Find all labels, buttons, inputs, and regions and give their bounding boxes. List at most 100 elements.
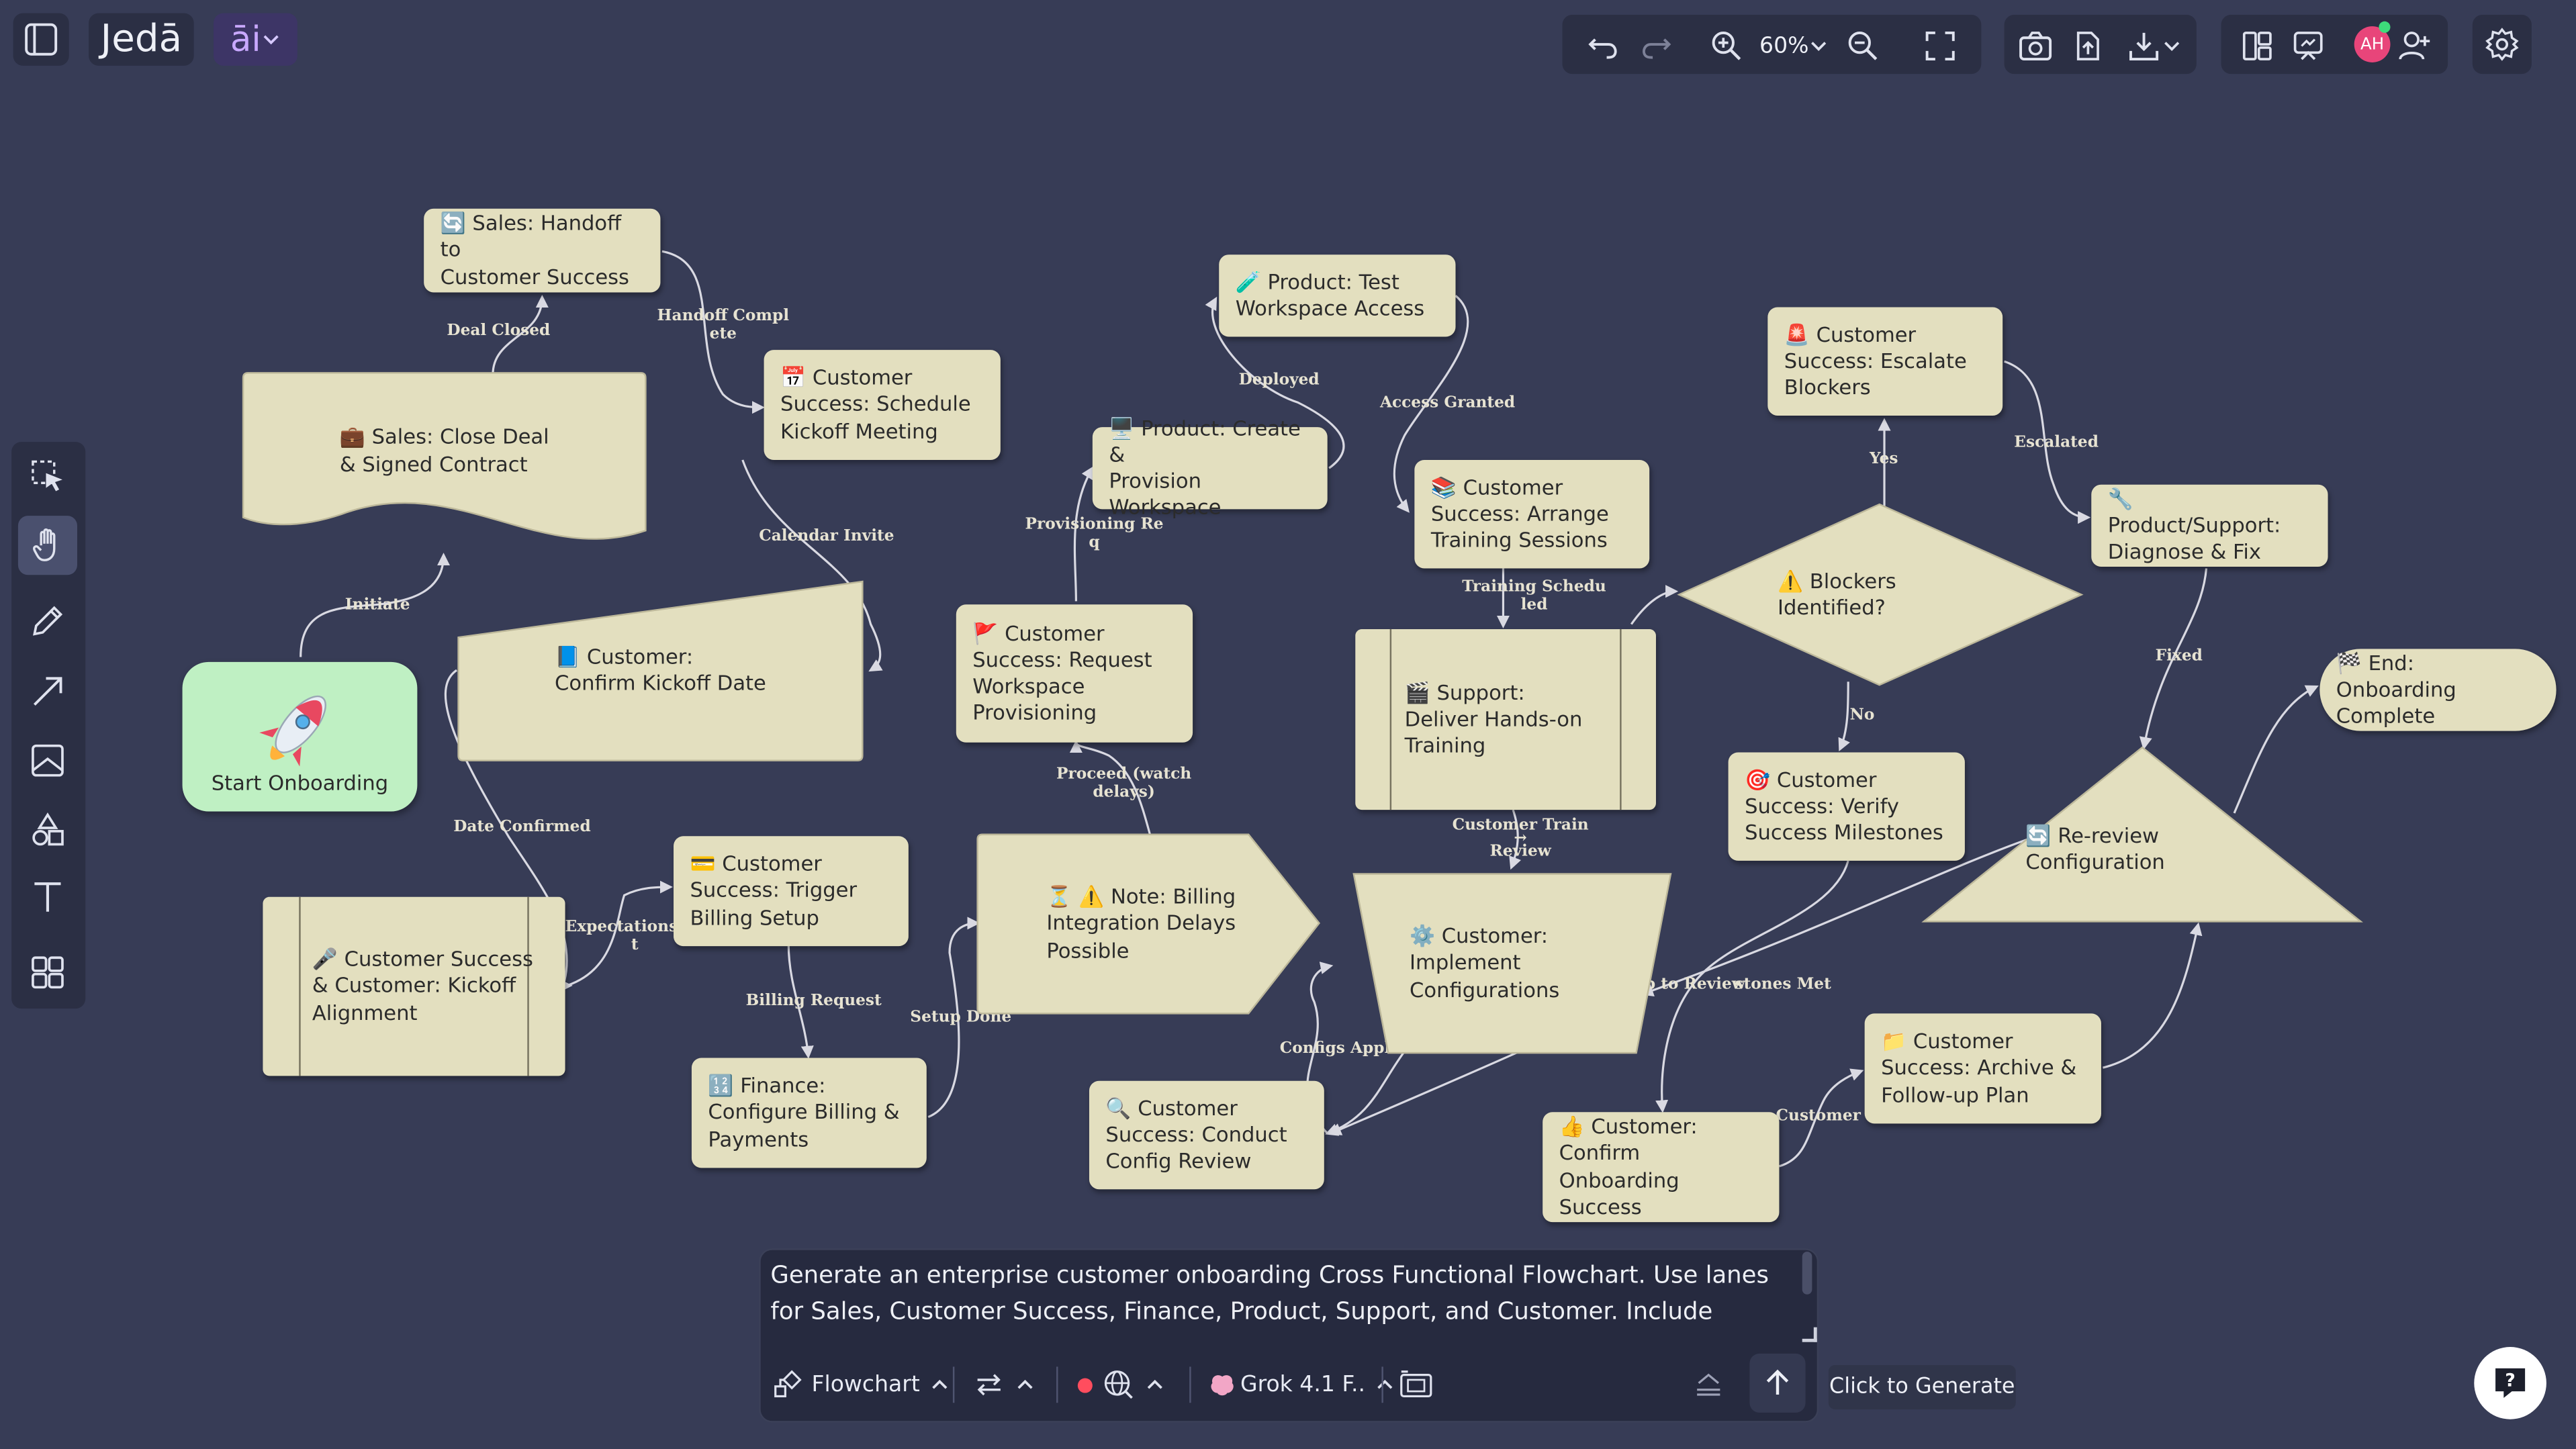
node-label: 🔍 Customer Success: Conduct Config Revie… <box>1105 1094 1287 1174</box>
node-escalate[interactable]: 🚨 Customer Success: Escalate Blockers <box>1767 307 2003 416</box>
zoom-in-button[interactable] <box>1704 23 1749 68</box>
node-label: 💳 Customer Success: Trigger Billing Setu… <box>690 851 858 929</box>
node-label: 🚩 Customer Success: Request Workspace Pr… <box>972 620 1152 725</box>
node-rereview[interactable]: 🔄 Re-review Configuration <box>1921 746 2363 923</box>
select-tool-button[interactable] <box>18 447 77 506</box>
diagram-type-label: Flowchart <box>811 1371 920 1398</box>
node-label: 🎬 Support: Deliver Hands-on Training <box>1404 679 1583 758</box>
zoom-in-icon <box>1712 31 1741 60</box>
undo-icon <box>1588 38 1617 59</box>
text-tool-button[interactable] <box>18 868 77 927</box>
node-trigger-billing[interactable]: 💳 Customer Success: Trigger Billing Setu… <box>674 836 909 947</box>
node-confirm-success[interactable]: 👍 Customer: Confirm Onboarding Success <box>1543 1112 1780 1223</box>
node-label: 📅 Customer Success: Schedule Kickoff Mee… <box>780 365 971 443</box>
help-button[interactable]: ? <box>2474 1347 2546 1419</box>
layout-direction-dropdown[interactable] <box>972 1360 1036 1409</box>
node-diagnose[interactable]: 🔧 Product/Support: Diagnose & Fix <box>2091 484 2328 567</box>
sidebar-toggle-button[interactable] <box>13 13 69 66</box>
add-user-icon <box>2399 32 2430 60</box>
model-dropdown[interactable]: Grok 4.1 F.. <box>1209 1360 1397 1409</box>
more-tools-button[interactable] <box>18 943 77 1002</box>
edge-label-proceed: Proceed (watch delays) <box>1056 765 1192 802</box>
user-avatar[interactable]: AH <box>2354 26 2391 62</box>
node-confirm-kickoff[interactable]: 📘 Customer: Confirm Kickoff Date <box>457 580 864 761</box>
offpage-shape <box>976 833 1321 1015</box>
shapes-tool-button[interactable] <box>18 800 77 859</box>
presentation-button[interactable] <box>2285 23 2331 68</box>
triangle-shape <box>1921 746 2363 923</box>
fullscreen-button[interactable] <box>1917 23 1963 68</box>
resize-handle[interactable] <box>1802 1327 1817 1342</box>
swap-arrows-icon <box>977 1374 1001 1396</box>
collapse-icon <box>1697 1373 1720 1396</box>
screenshot-button[interactable] <box>2013 23 2058 68</box>
settings-button[interactable] <box>2472 15 2532 75</box>
node-deliver-training[interactable]: 🎬 Support: Deliver Hands-on Training <box>1355 628 1656 810</box>
node-start-onboarding[interactable]: Start Onboarding <box>182 661 418 812</box>
edge-label-customer-train-review: Customer Train → Review <box>1452 816 1589 861</box>
attach-context-button[interactable] <box>1398 1360 1434 1409</box>
node-schedule-kickoff[interactable]: 📅 Customer Success: Schedule Kickoff Mee… <box>764 350 1001 460</box>
gear-icon <box>2485 28 2519 61</box>
upload-button[interactable] <box>2065 23 2111 68</box>
node-handoff[interactable]: 🔄 Sales: Handoff to Customer Success <box>424 208 661 293</box>
separator <box>952 1366 955 1403</box>
image-tool-button[interactable] <box>18 731 77 790</box>
node-request-workspace[interactable]: 🚩 Customer Success: Request Workspace Pr… <box>956 604 1193 743</box>
edge-label-back-to-review: p to Review <box>1644 976 1745 994</box>
diagram-type-dropdown[interactable]: Flowchart <box>772 1360 951 1409</box>
prompt-input[interactable]: Generate an enterprise customer onboardi… <box>770 1263 1769 1326</box>
collapse-prompt-button[interactable] <box>1692 1360 1725 1409</box>
flowchart-icon <box>774 1370 802 1398</box>
edge-label-initiate: Initiate <box>344 596 410 614</box>
source-dropdown[interactable] <box>1077 1360 1166 1409</box>
node-label: 🎯 Customer Success: Verify Success Miles… <box>1745 766 1943 845</box>
layout-panel-button[interactable] <box>2234 23 2280 68</box>
edge-label-no: No <box>1849 706 1875 724</box>
node-billing-note[interactable]: ⏳ ⚠️ Note: Billing Integration Delays Po… <box>976 833 1321 1015</box>
zoom-level-dropdown[interactable]: 60% <box>1755 23 1833 68</box>
prompt-scrollbar[interactable] <box>1802 1252 1812 1295</box>
node-verify-milestones[interactable]: 🎯 Customer Success: Verify Success Miles… <box>1728 752 1965 861</box>
hand-tool-button[interactable] <box>17 516 77 575</box>
node-archive[interactable]: 📁 Customer Success: Archive & Follow-up … <box>1864 1013 2101 1124</box>
edge-label-date-confirmed: Date Confirmed <box>453 818 591 837</box>
node-test-workspace[interactable]: 🧪 Product: Test Workspace Access <box>1219 254 1456 337</box>
node-implement-config[interactable]: ⚙️ Customer: Implement Configurations <box>1352 873 1672 1054</box>
redo-button[interactable] <box>1633 23 1679 68</box>
app-logo[interactable]: Jedā <box>89 13 194 66</box>
node-label: 💼 Sales: Close Deal & Signed Contract <box>339 424 549 476</box>
generate-button[interactable] <box>1749 1353 1806 1413</box>
hand-icon <box>33 528 56 561</box>
node-config-review[interactable]: 🔍 Customer Success: Conduct Config Revie… <box>1089 1080 1324 1190</box>
node-label: 🔄 Re-review Configuration <box>2025 823 2165 874</box>
arrow-tool-button[interactable] <box>18 662 77 721</box>
node-blockers-decision[interactable]: ⚠️ Blockers Identified? <box>1677 503 2084 686</box>
pen-tool-button[interactable] <box>18 592 77 651</box>
node-label: 🚨 Customer Success: Escalate Blockers <box>1784 321 1967 400</box>
node-kickoff-alignment[interactable]: 🎤 Customer Success & Customer: Kickoff A… <box>263 896 565 1076</box>
edge-label-milestones-met: stones Met <box>1735 976 1831 994</box>
node-end[interactable]: 🏁 End: Onboarding Complete <box>2319 649 2557 731</box>
brain-icon <box>1211 1375 1234 1396</box>
node-label: 📚 Customer Success: Arrange Training Ses… <box>1430 474 1609 553</box>
chevron-up-icon <box>1147 1379 1162 1389</box>
arrow-up-icon <box>1766 1369 1789 1395</box>
node-training-sessions[interactable]: 📚 Customer Success: Arrange Training Ses… <box>1414 459 1650 569</box>
zoom-out-button[interactable] <box>1840 23 1886 68</box>
zoom-out-icon <box>1848 31 1878 60</box>
undo-button[interactable] <box>1580 23 1626 68</box>
export-toolbar <box>2004 15 2197 75</box>
chevron-up-icon <box>1017 1379 1033 1389</box>
ai-menu-button[interactable]: āi <box>214 13 297 66</box>
node-label: ⏳ ⚠️ Note: Billing Integration Delays Po… <box>1046 884 1236 962</box>
add-user-button[interactable] <box>2392 23 2438 68</box>
model-label: Grok 4.1 F.. <box>1240 1371 1366 1398</box>
node-close-deal[interactable]: 💼 Sales: Close Deal & Signed Contract <box>242 372 647 542</box>
chevron-down-icon <box>263 35 279 45</box>
download-button[interactable] <box>2117 23 2190 68</box>
node-finance-billing[interactable]: 🔢 Finance: Configure Billing & Payments <box>691 1058 927 1168</box>
node-provision-workspace[interactable]: 🖥️ Product: Create & Provision Workspace <box>1092 415 1328 520</box>
chevron-up-icon <box>932 1379 948 1389</box>
